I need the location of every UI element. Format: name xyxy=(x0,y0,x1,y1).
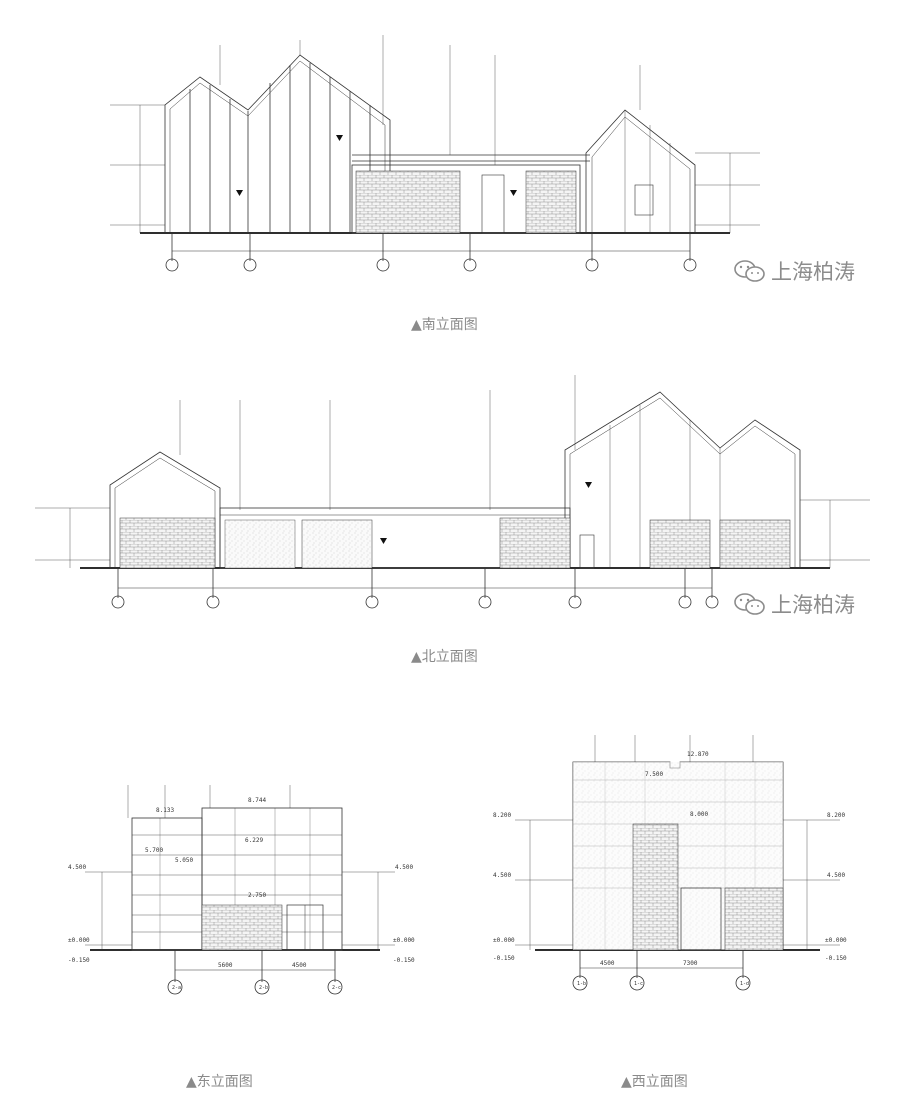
level-label: 4.500 xyxy=(395,864,413,871)
axis-label: 2-b xyxy=(259,985,268,991)
west-elevation-drawing: 12.870 7.500 8.000 8.200 8.200 4.500 4.5… xyxy=(485,720,875,1000)
wechat-icon xyxy=(734,593,765,615)
axis-label: 2-a xyxy=(172,985,181,991)
level-label: ±0.000 xyxy=(825,937,847,944)
elev-label: 7.500 xyxy=(645,771,663,778)
watermark-north: 上海柏涛 xyxy=(733,589,855,619)
east-elevation-drawing: 8.133 8.744 5.700 5.050 6.229 2.750 4.50… xyxy=(50,760,430,1000)
elev-label: 5.050 xyxy=(175,857,193,864)
east-elevation-svg: 8.133 8.744 5.700 5.050 6.229 2.750 4.50… xyxy=(68,785,415,995)
elev-label: 8.000 xyxy=(690,811,708,818)
axis-label: 2-c xyxy=(332,985,341,991)
level-label: 4.500 xyxy=(493,872,511,879)
wechat-icon xyxy=(734,260,765,282)
elev-label: 8.744 xyxy=(248,797,266,804)
north-elevation-drawing xyxy=(30,370,880,620)
span-label: 4500 xyxy=(292,962,307,969)
axis-label: 1-b xyxy=(577,981,586,987)
north-elevation-svg xyxy=(35,375,870,609)
axis-label: 1-d xyxy=(740,981,749,987)
level-label: 8.200 xyxy=(827,812,845,819)
caption-north: ▲北立面图 xyxy=(411,649,478,665)
watermark-text: 上海柏涛 xyxy=(771,260,855,284)
elev-label: 6.229 xyxy=(245,837,263,844)
caption-west: ▲西立面图 xyxy=(621,1074,688,1090)
level-label: -0.150 xyxy=(68,957,90,964)
level-label: -0.150 xyxy=(825,955,847,962)
level-label: -0.150 xyxy=(493,955,515,962)
caption-south: ▲南立面图 xyxy=(411,317,478,333)
elev-label: 5.700 xyxy=(145,847,163,854)
watermark-text: 上海柏涛 xyxy=(771,593,855,617)
level-label: ±0.000 xyxy=(393,937,415,944)
watermark-south: 上海柏涛 xyxy=(733,256,855,286)
level-label: 8.200 xyxy=(493,812,511,819)
level-label: -0.150 xyxy=(393,957,415,964)
elev-label: 2.750 xyxy=(248,892,266,899)
level-label: 4.500 xyxy=(827,872,845,879)
west-elevation-svg: 12.870 7.500 8.000 8.200 8.200 4.500 4.5… xyxy=(493,735,847,991)
elev-label: 12.870 xyxy=(687,751,709,758)
level-label: 4.500 xyxy=(68,864,86,871)
span-label: 4500 xyxy=(600,960,615,967)
level-label: ±0.000 xyxy=(68,937,90,944)
caption-east: ▲东立面图 xyxy=(186,1074,253,1090)
south-elevation-svg xyxy=(110,35,760,272)
span-label: 5600 xyxy=(218,962,233,969)
axis-label: 1-c xyxy=(634,981,643,987)
south-elevation-drawing xyxy=(100,25,820,280)
span-label: 7300 xyxy=(683,960,698,967)
elev-label: 8.133 xyxy=(156,807,174,814)
level-label: ±0.000 xyxy=(493,937,515,944)
